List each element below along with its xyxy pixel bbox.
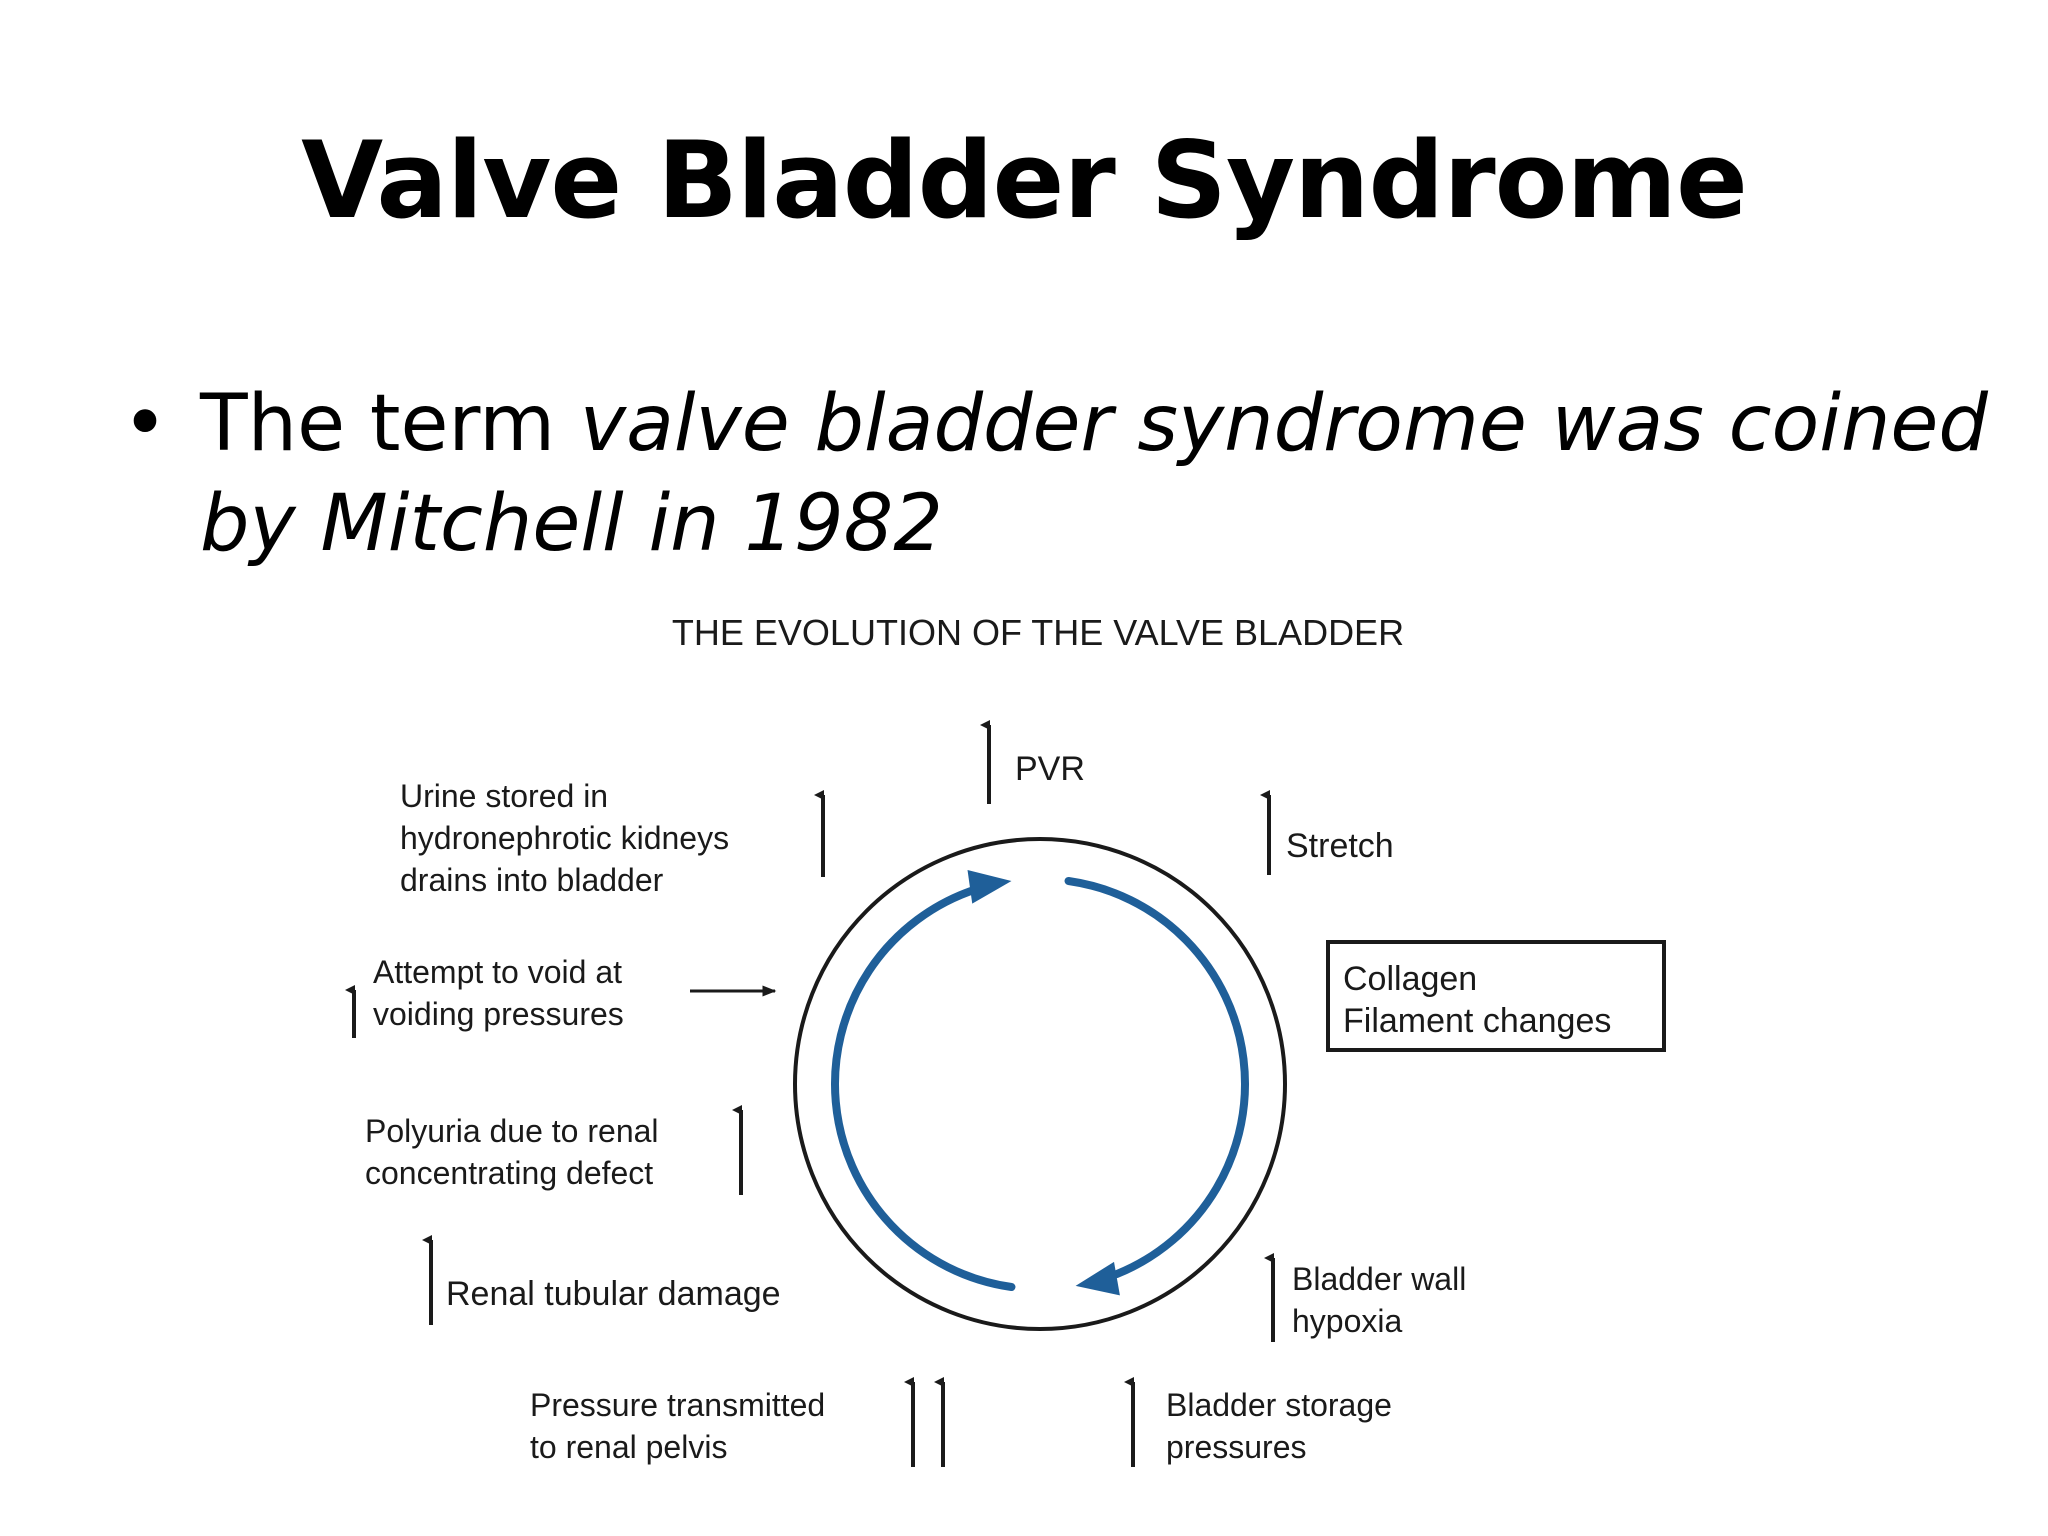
- cycle-arrows: [830, 870, 1249, 1296]
- label-pvr: PVR: [980, 720, 1085, 804]
- bladder-storage-line-1: Bladder storage: [1166, 1387, 1392, 1423]
- label-attempt-void: Attempt to void at voiding pressures: [345, 954, 777, 1038]
- pvr-text: PVR: [1015, 750, 1085, 788]
- cycle-arrowhead-bottom: [1075, 1261, 1120, 1296]
- label-stretch: Stretch: [1260, 790, 1394, 875]
- attempt-void-line-2: voiding pressures: [373, 996, 624, 1032]
- label-bladder-storage: Bladder storage pressures: [1124, 1377, 1392, 1467]
- polyuria-line-2: concentrating defect: [365, 1155, 653, 1191]
- attempt-void-line-1: Attempt to void at: [373, 954, 622, 990]
- label-renal-tubular: Renal tubular damage: [422, 1235, 781, 1325]
- bullet-dot: •: [122, 379, 169, 469]
- label-bladder-wall: Bladder wall hypoxia: [1264, 1253, 1466, 1342]
- slide-title: Valve Bladder Syndrome: [301, 119, 1748, 242]
- pressure-transmitted-line-1: Pressure transmitted: [530, 1387, 825, 1423]
- label-collagen: Collagen Filament changes: [1326, 940, 1666, 1052]
- bullet-italic-text: valve bladder syndrome was coined by Mit…: [200, 379, 1988, 569]
- label-urine-stored: Urine stored in hydronephrotic kidneys d…: [400, 778, 825, 898]
- label-pressure-transmitted: Pressure transmitted to renal pelvis: [530, 1377, 945, 1467]
- bladder-wall-line-1: Bladder wall: [1292, 1261, 1466, 1297]
- renal-tubular-text: Renal tubular damage: [446, 1275, 781, 1313]
- collagen-box: [1326, 940, 1666, 1052]
- pressure-transmitted-line-2: to renal pelvis: [530, 1429, 727, 1465]
- collagen-line-2: Filament changes: [1343, 1002, 1611, 1040]
- cycle-arc-right: [1064, 876, 1249, 1279]
- diagram-title: THE EVOLUTION OF THE VALVE BLADDER: [672, 612, 1404, 653]
- stretch-text: Stretch: [1286, 827, 1394, 865]
- urine-stored-line-2: hydronephrotic kidneys: [400, 820, 729, 856]
- bladder-circle: [793, 837, 1287, 1331]
- label-polyuria: Polyuria due to renal concentrating defe…: [365, 1105, 743, 1195]
- bullet-plain-text: The term: [200, 379, 580, 469]
- polyuria-line-1: Polyuria due to renal: [365, 1113, 659, 1149]
- urine-stored-line-1: Urine stored in: [400, 778, 608, 814]
- cycle-arrowhead-top: [967, 870, 1012, 904]
- bullet-text: The term valve bladder syndrome was coin…: [200, 374, 2000, 574]
- bladder-storage-line-2: pressures: [1166, 1429, 1307, 1465]
- bladder-wall-line-2: hypoxia: [1292, 1303, 1403, 1339]
- collagen-line-1: Collagen: [1343, 960, 1477, 998]
- cycle-arc-left: [830, 885, 1016, 1292]
- urine-stored-line-3: drains into bladder: [400, 862, 664, 898]
